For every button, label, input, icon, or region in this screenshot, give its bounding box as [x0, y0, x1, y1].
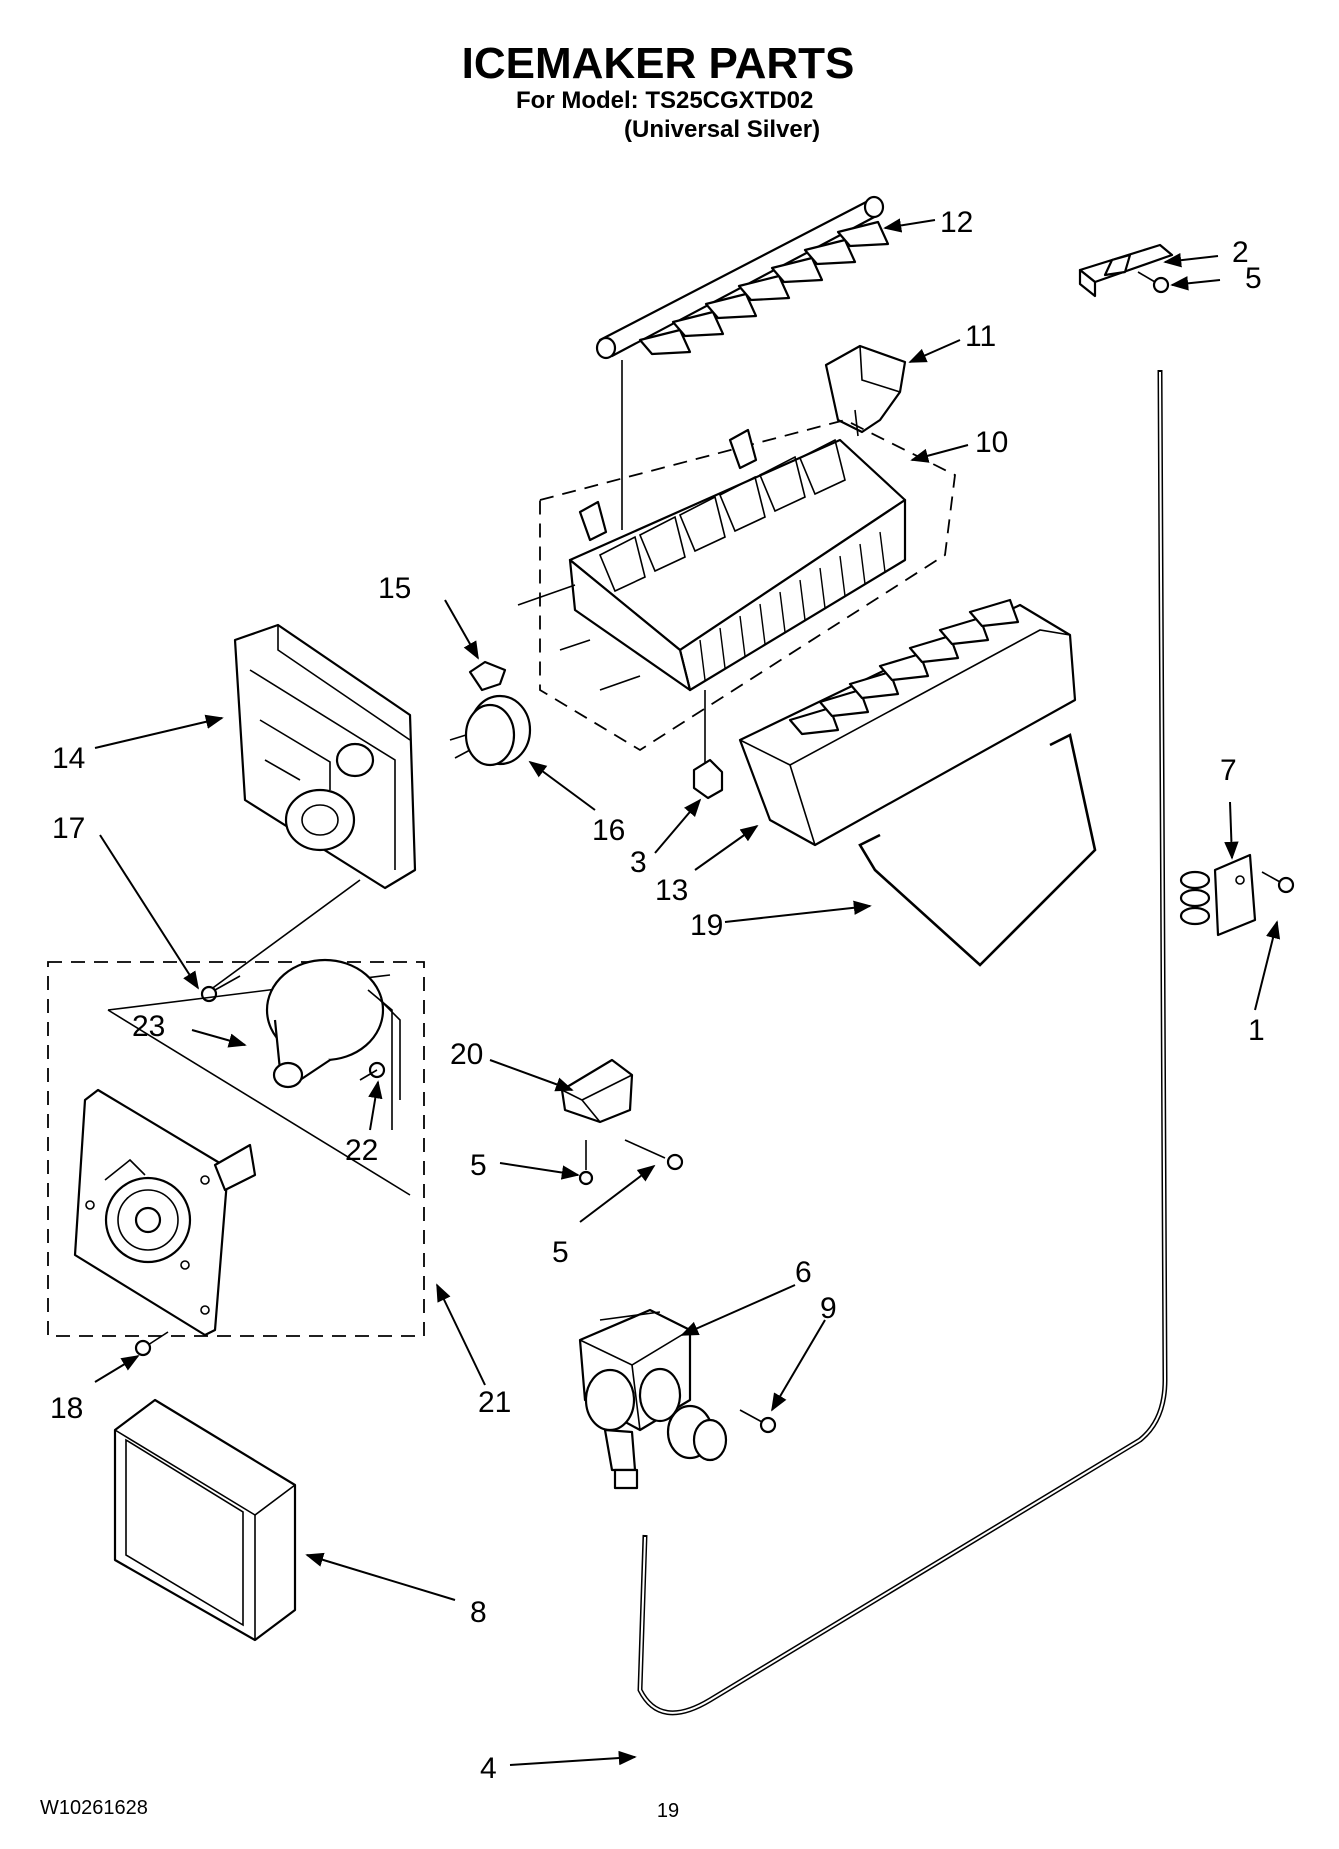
callout-18: 18 [50, 1392, 83, 1425]
part-16-thermostat [449, 694, 532, 767]
callout-15: 15 [378, 572, 411, 605]
callout-11: 11 [965, 320, 996, 353]
part-6-water-valve [578, 1308, 728, 1490]
page-title: ICEMAKER PARTS [462, 39, 855, 88]
leader-lines [94, 218, 1281, 1766]
color-line: (Universal Silver) [624, 116, 820, 143]
doc-number: W10261628 [40, 1797, 148, 1819]
part-8-cover [113, 1398, 297, 1642]
part-15-clip [468, 660, 507, 692]
part-10-mold [517, 419, 956, 765]
callout-12: 12 [940, 206, 973, 239]
callout-20: 20 [450, 1038, 483, 1071]
callout-5-mid-b: 5 [552, 1236, 569, 1269]
callout-4: 4 [480, 1752, 497, 1785]
part-22-screw [359, 1061, 386, 1081]
callout-23: 23 [132, 1010, 165, 1043]
part-23-motor [265, 958, 401, 1130]
part-9-screw [739, 1409, 777, 1434]
callout-1: 1 [1248, 1014, 1265, 1047]
callout-5-mid-a: 5 [470, 1149, 487, 1182]
part-21-plate [73, 1088, 257, 1337]
callout-labels: 12 2 5 11 10 15 14 16 3 17 13 19 7 1 23 … [50, 206, 1265, 1785]
part-5-screw-mid-a [578, 1140, 594, 1186]
callout-3: 3 [630, 846, 647, 879]
part-20-bracket [560, 1058, 634, 1124]
callout-13: 13 [655, 874, 688, 907]
part-12-ejector [595, 195, 890, 530]
part-11-fill-cup [824, 344, 907, 437]
part-7-clamp [1179, 853, 1257, 937]
callout-22: 22 [345, 1134, 378, 1167]
model-line: For Model: TS25CGXTD02 [516, 87, 813, 114]
part-14-housing [209, 623, 417, 991]
part-1-screw [1261, 871, 1295, 894]
part-4-water-tube [637, 369, 1168, 1716]
callout-10: 10 [975, 426, 1008, 459]
callout-16: 16 [592, 814, 625, 847]
part-5-screw-mid-b [624, 1139, 684, 1171]
callout-14: 14 [52, 742, 85, 775]
callout-21: 21 [478, 1386, 511, 1419]
part-13-stripper [738, 598, 1077, 847]
callout-19: 19 [690, 909, 723, 942]
callout-7: 7 [1220, 754, 1237, 787]
part-3-clip [692, 758, 724, 800]
callout-2: 2 [1232, 236, 1249, 269]
callout-5-top: 5 [1245, 262, 1262, 295]
callout-17: 17 [52, 812, 85, 845]
callout-6: 6 [795, 1256, 812, 1289]
page-number: 19 [657, 1800, 679, 1822]
part-5-screw-top [1137, 271, 1170, 294]
part-18-screw [134, 1331, 169, 1357]
part-19-wire-arm [858, 733, 1097, 967]
callout-9: 9 [820, 1292, 837, 1325]
callout-8: 8 [470, 1596, 487, 1629]
